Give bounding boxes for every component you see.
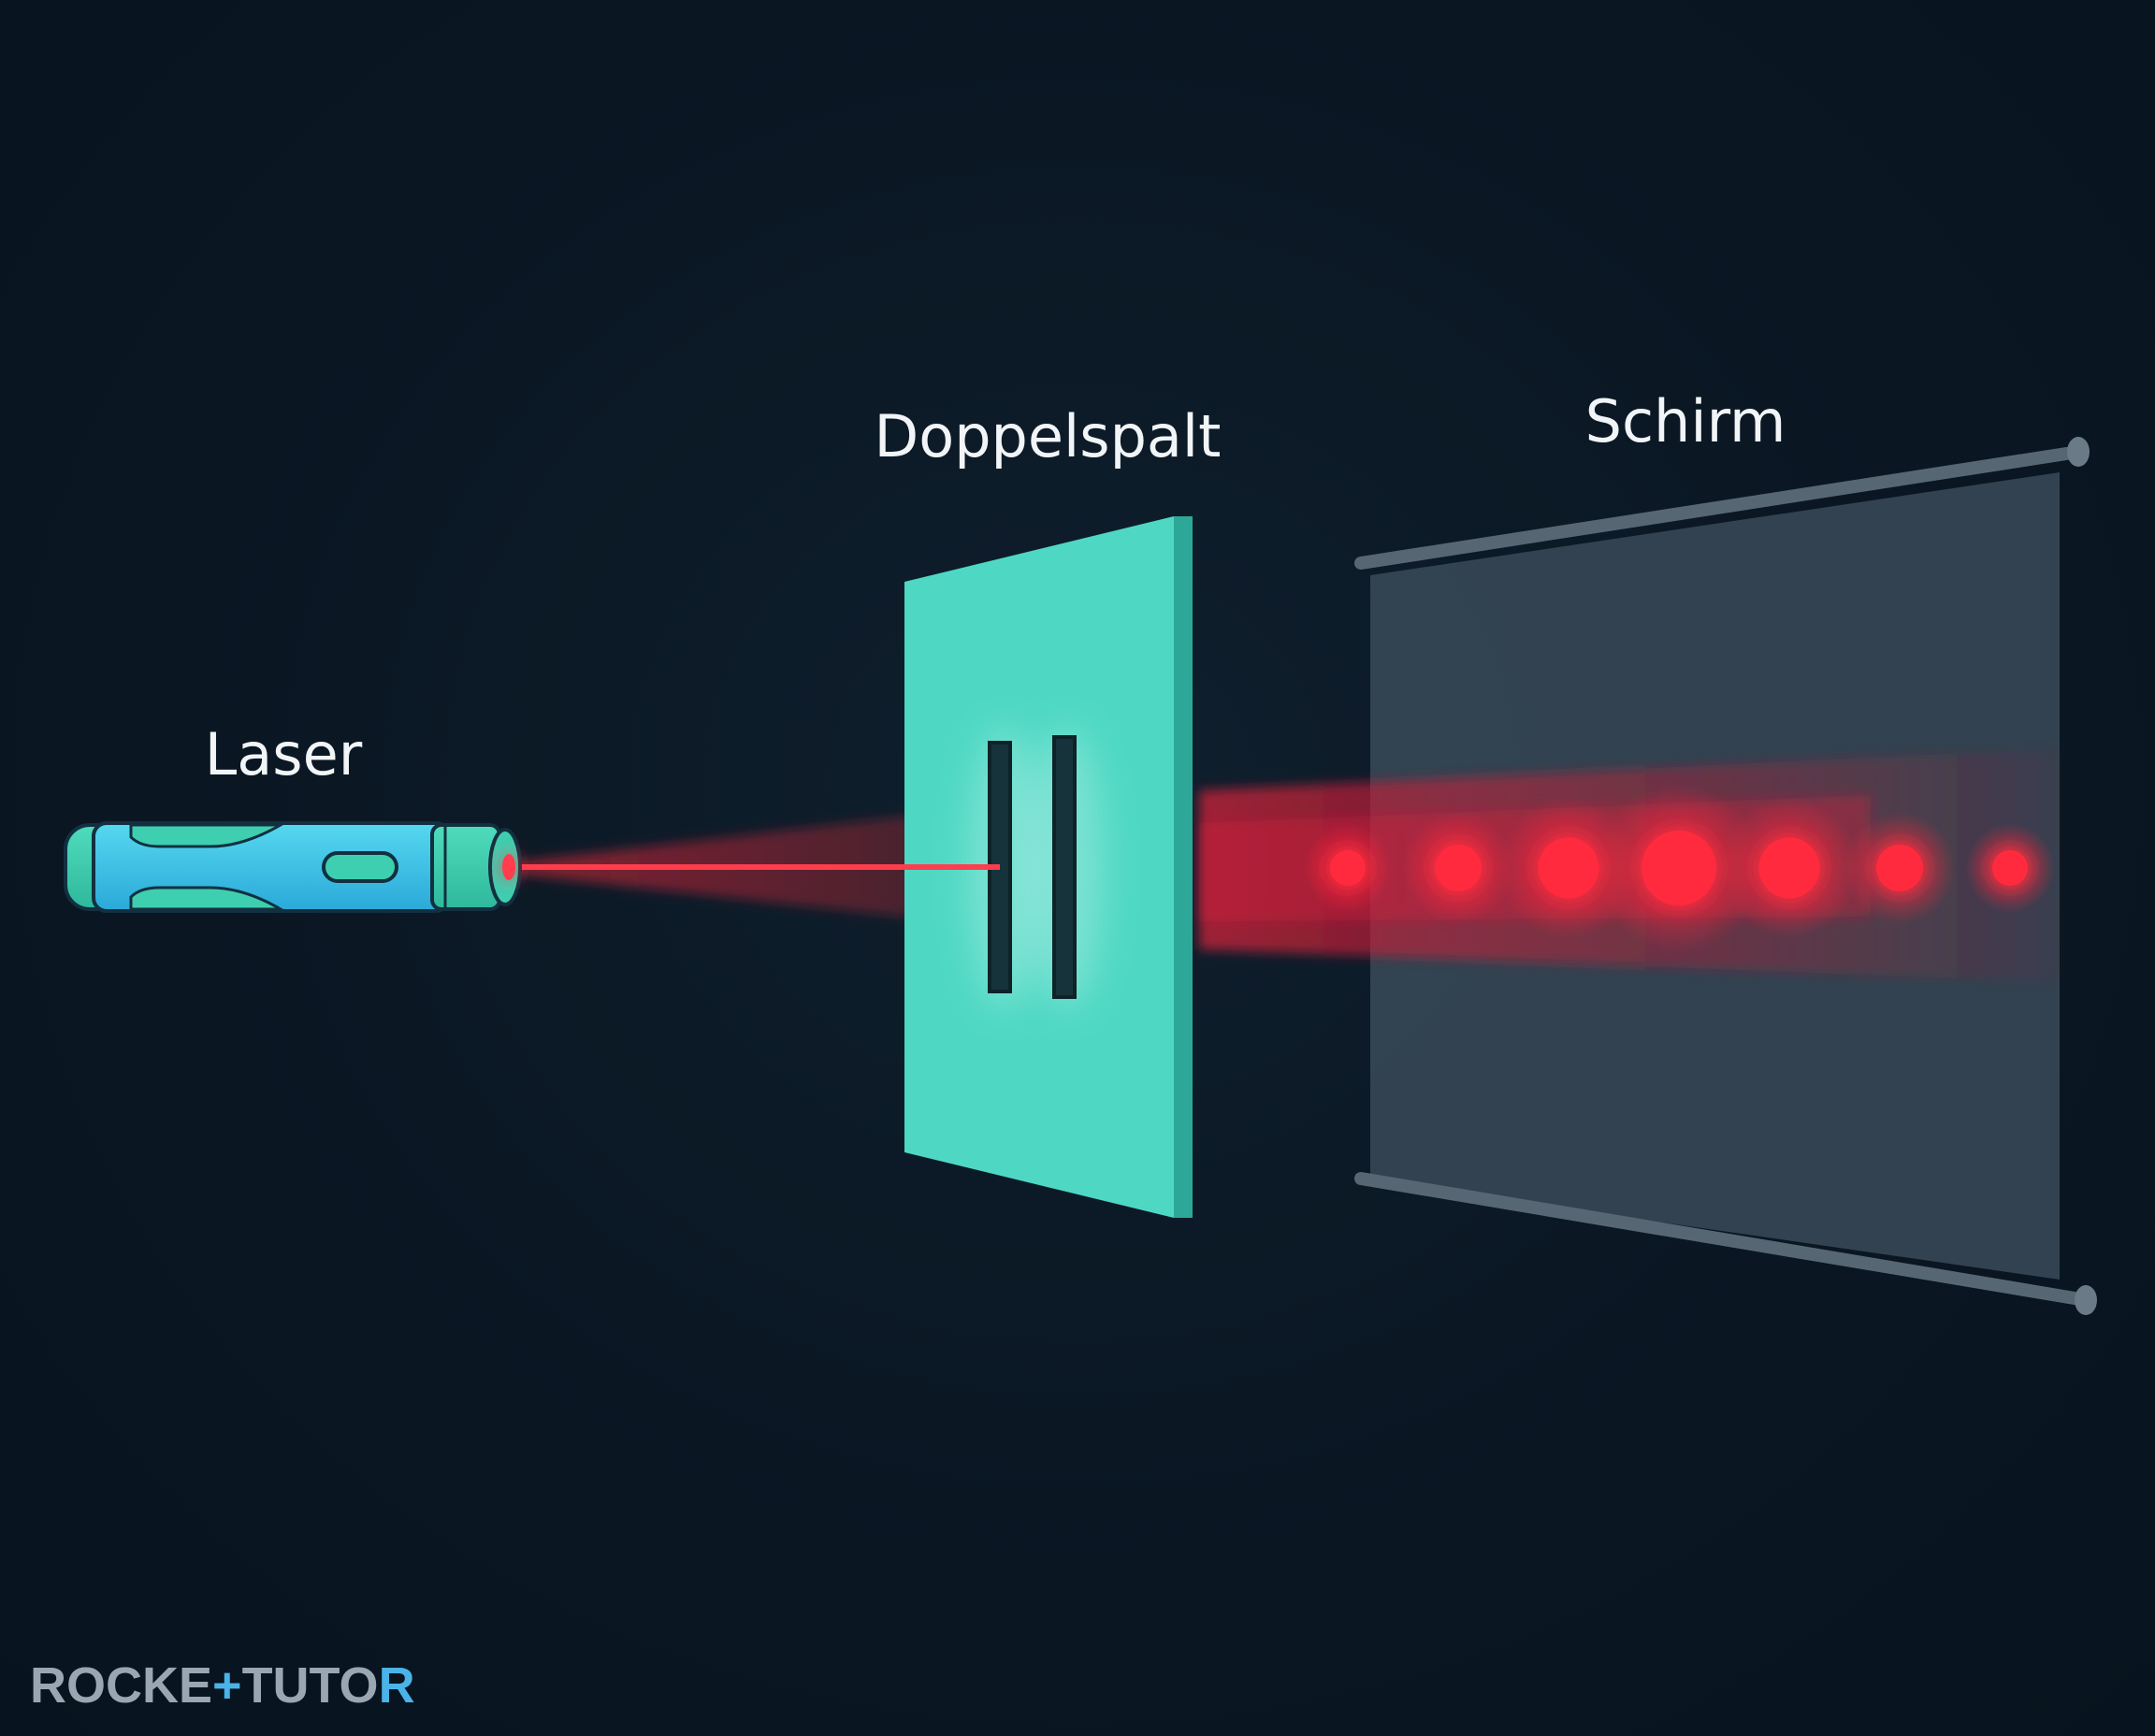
double-slit-panel — [904, 516, 1193, 1218]
laser-aperture — [502, 854, 515, 880]
interference-maximum — [1330, 850, 1366, 886]
slit-2 — [1052, 735, 1077, 999]
screen-bottom-rod — [1354, 1172, 2097, 1315]
svg-text:ROCKE+TUTOR: ROCKE+TUTOR — [30, 1657, 415, 1714]
logo-part-2: TUTO — [242, 1657, 379, 1714]
logo-part-1: ROCKE — [30, 1657, 212, 1714]
interference-maximum — [1876, 845, 1923, 891]
interference-pattern — [1303, 784, 2055, 952]
interference-maximum — [1758, 837, 1820, 899]
slit-panel-edge — [1174, 516, 1193, 1218]
laser-label: Laser — [205, 720, 363, 788]
rocketutor-logo: ROCKE+TUTOR — [30, 1657, 415, 1714]
interference-maximum — [1642, 831, 1716, 905]
laser-device — [64, 821, 522, 913]
logo-part-3: R — [379, 1657, 415, 1714]
interference-maximum — [1435, 845, 1482, 891]
screen-label: Schirm — [1585, 387, 1786, 456]
laser-button — [322, 851, 398, 883]
double-slit-label: Doppelspalt — [875, 402, 1222, 470]
interference-maximum — [1992, 850, 2028, 886]
interference-maximum — [1538, 837, 1599, 899]
screen-top-rod — [1354, 437, 2090, 570]
